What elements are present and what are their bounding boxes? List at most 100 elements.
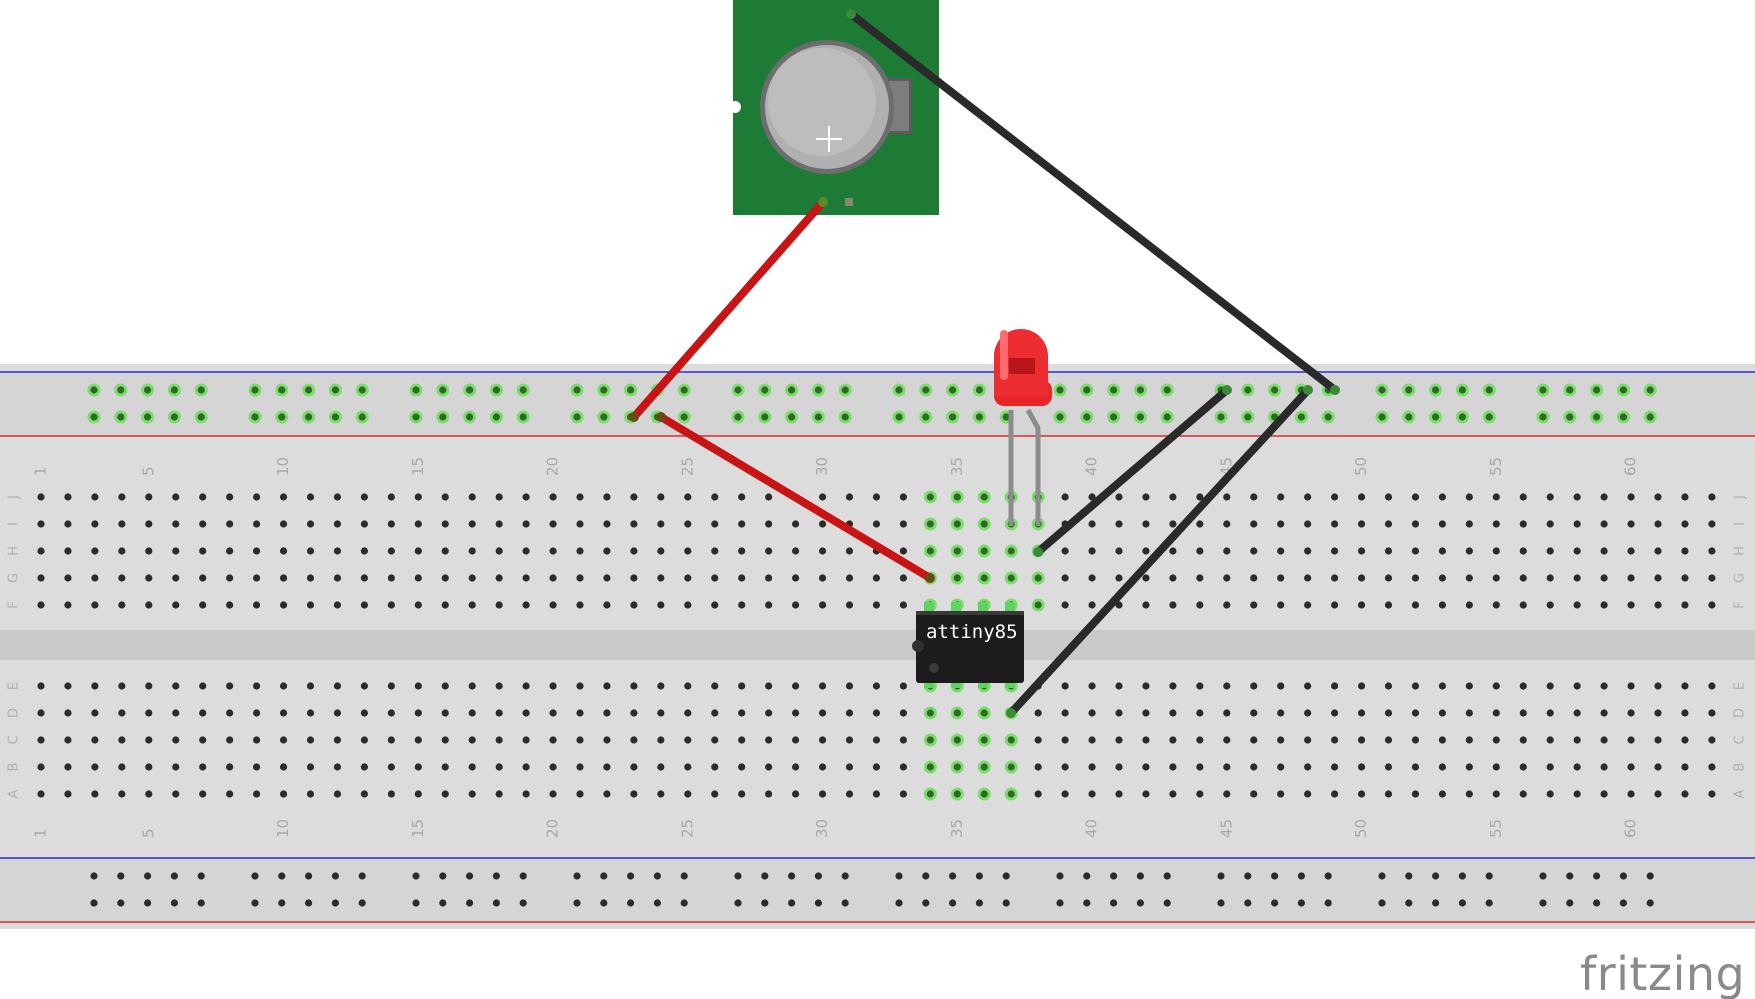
hole-bottom: [1357, 763, 1366, 771]
hole-top: [1573, 601, 1581, 609]
column-number: 40: [1083, 457, 1101, 476]
hole-top: [1061, 601, 1069, 609]
rail-hole-bottom: [1324, 899, 1332, 907]
hole-bottom: [1681, 763, 1689, 771]
column-number: 5: [139, 466, 157, 476]
hole-bottom: [684, 682, 692, 690]
rail-hole-bottom: [305, 872, 313, 880]
hole-bottom: [441, 790, 449, 798]
hole-bottom: [495, 682, 503, 690]
rail-hole-bottom: [1002, 899, 1010, 907]
row-label: F: [1733, 601, 1748, 608]
hole-bottom: [279, 763, 288, 771]
rail-hole-bottom: [814, 872, 823, 880]
hole-top: [792, 547, 800, 555]
hole-top: [306, 574, 315, 582]
hole-top: [253, 493, 261, 501]
hole-bottom: [1627, 682, 1635, 690]
hole-top: [1573, 493, 1581, 501]
rail-hole-top: [492, 386, 500, 394]
led-die: [1009, 358, 1035, 374]
hole-bottom: [279, 790, 288, 798]
hole-bottom: [1331, 763, 1339, 771]
rail-hole-top: [573, 413, 581, 421]
rail-hole-bottom: [197, 899, 205, 907]
rail-hole-bottom: [1539, 899, 1547, 907]
hole-top: [441, 601, 449, 609]
hole-bottom: [1573, 736, 1581, 744]
hole-top: [91, 520, 99, 528]
row-label: C: [1733, 735, 1748, 744]
hole-top: [926, 493, 934, 501]
hole-top: [1277, 601, 1285, 609]
row-label: A: [1733, 789, 1748, 798]
hole-bottom: [1250, 763, 1258, 771]
hole-top: [172, 574, 180, 582]
hole-top: [468, 547, 476, 555]
rail-hole-bottom: [949, 872, 957, 880]
hole-top: [145, 493, 153, 501]
hole-bottom: [360, 763, 368, 771]
hole-top: [522, 601, 530, 609]
hole-top: [1142, 547, 1150, 555]
hole-bottom: [953, 790, 961, 798]
rail-hole-top: [90, 413, 98, 421]
hole-bottom: [1357, 682, 1366, 690]
center-channel: [0, 630, 1755, 660]
hole-bottom: [387, 790, 395, 798]
hole-bottom: [1654, 736, 1662, 744]
hole-top: [360, 493, 368, 501]
hole-bottom: [64, 763, 72, 771]
hole-top: [1331, 574, 1339, 582]
hole-top: [1708, 574, 1716, 582]
hole-bottom: [630, 682, 638, 690]
hole-bottom: [1546, 709, 1554, 717]
hole-bottom: [1600, 682, 1608, 690]
rail-hole-top: [197, 413, 205, 421]
hole-top: [1465, 574, 1473, 582]
rail-hole-top: [305, 413, 313, 421]
hole-bottom: [1708, 736, 1716, 744]
hole-top: [1142, 601, 1150, 609]
hole-top: [1411, 601, 1420, 609]
hole-bottom: [1034, 736, 1042, 744]
hole-bottom: [1223, 763, 1231, 771]
hole-bottom: [603, 709, 611, 717]
hole-top: [279, 601, 288, 609]
rail-hole-bottom: [788, 872, 796, 880]
hole-top: [145, 547, 153, 555]
rail-hole-bottom: [1217, 899, 1225, 907]
rail-hole-top: [519, 413, 527, 421]
rail-hole-top: [1110, 413, 1118, 421]
hole-bottom: [1169, 709, 1177, 717]
hole-bottom: [1304, 736, 1312, 744]
wire-black-chip: [1007, 386, 1312, 717]
wire-red-chip: [657, 413, 934, 582]
hole-bottom: [1519, 709, 1527, 717]
hole-top: [253, 574, 261, 582]
hole-top: [333, 493, 342, 501]
column-number: 20: [544, 457, 562, 476]
rail-hole-bottom: [412, 872, 420, 880]
hole-bottom: [441, 682, 449, 690]
hole-top: [1438, 547, 1446, 555]
hole-top: [980, 493, 988, 501]
hole-top: [387, 520, 395, 528]
rail-hole-bottom: [1297, 899, 1305, 907]
rail-hole-bottom: [1378, 872, 1386, 880]
column-number: 25: [678, 457, 696, 476]
hole-bottom: [549, 736, 557, 744]
hole-top: [576, 547, 584, 555]
hole-top: [495, 520, 503, 528]
hole-top: [1169, 547, 1177, 555]
hole-top: [1196, 574, 1204, 582]
hole-top: [91, 601, 99, 609]
hole-bottom: [1519, 682, 1527, 690]
rail-hole-bottom: [1646, 872, 1654, 880]
hole-bottom: [468, 682, 476, 690]
hole-bottom: [1223, 682, 1231, 690]
hole-top: [1061, 547, 1069, 555]
rail-hole-top: [1593, 413, 1601, 421]
hole-top: [1438, 520, 1446, 528]
hole-top: [899, 574, 908, 582]
